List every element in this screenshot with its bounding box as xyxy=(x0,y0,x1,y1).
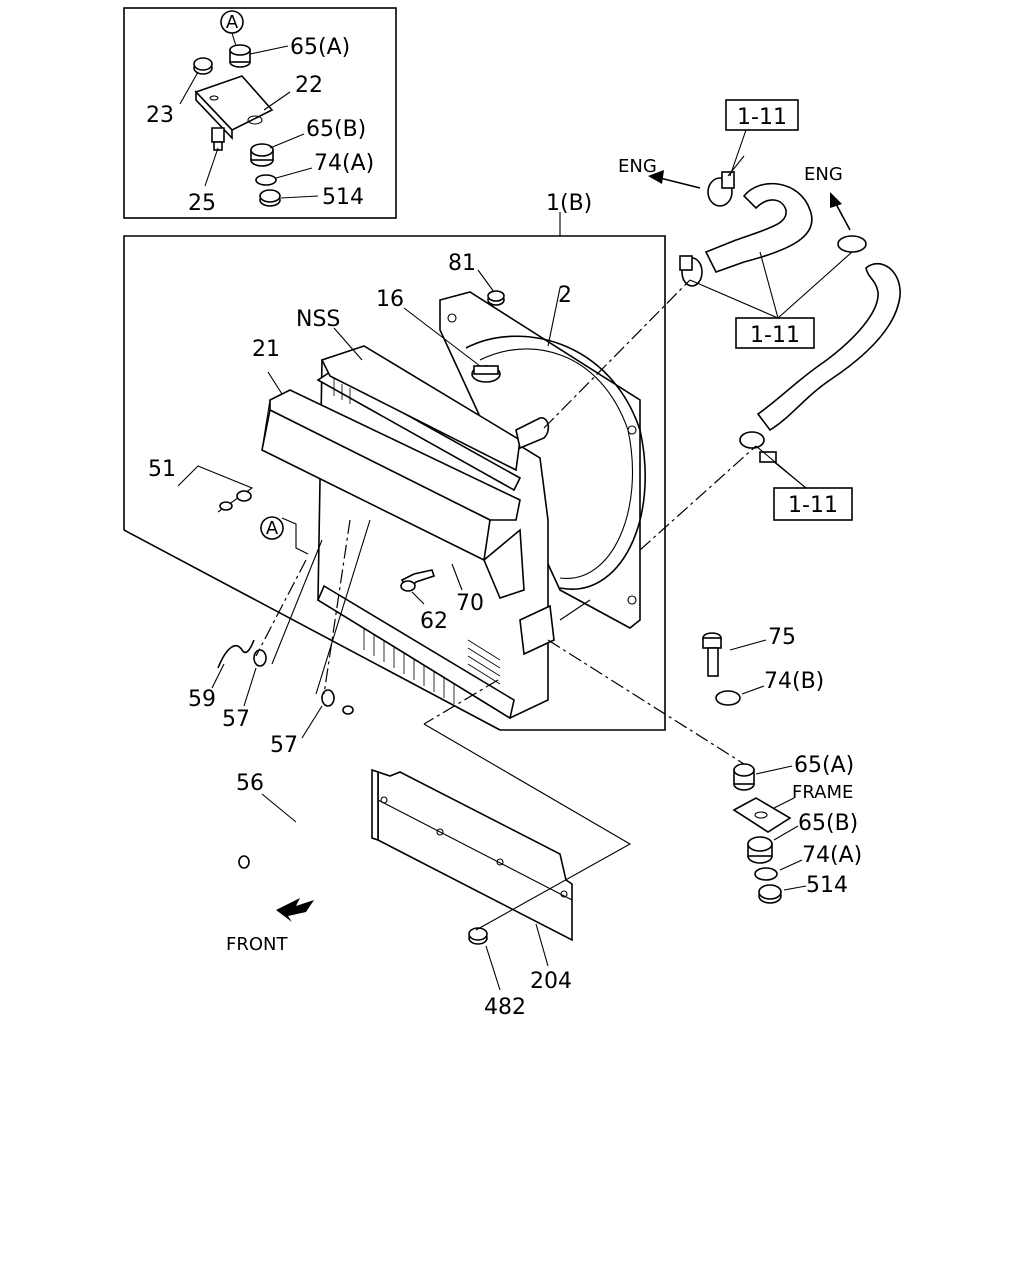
callout-2: 2 xyxy=(558,283,572,308)
callout-22: 22 xyxy=(295,73,323,98)
eng-arrow-left: ENG xyxy=(618,156,701,189)
callout-nss: NSS xyxy=(296,307,340,332)
callout-81: 81 xyxy=(448,251,476,276)
nut-514-bottom: 514 xyxy=(758,873,848,904)
callout-57-left: 57 xyxy=(222,707,250,732)
washer-74a-bottom: 74(A) xyxy=(754,843,862,881)
washer-57-left: 57 xyxy=(222,649,267,732)
label-eng-right: ENG xyxy=(804,164,843,185)
nut-514-top xyxy=(259,189,281,207)
ref-1-11-top: 1-11 xyxy=(737,105,787,130)
label-front: FRONT xyxy=(226,934,288,955)
callout-74a-bottom: 74(A) xyxy=(802,843,862,868)
callout-65b-bottom: 65(B) xyxy=(798,811,858,836)
core-fins xyxy=(333,378,501,704)
radiator-group-outline: 1(B) xyxy=(123,191,666,731)
ref-1-11-bottom: 1-11 xyxy=(788,493,838,518)
bracket-22 xyxy=(194,75,274,141)
callout-65a-top: 65(A) xyxy=(290,35,350,60)
callout-23: 23 xyxy=(146,103,174,128)
nut-23 xyxy=(193,57,213,75)
callout-56: 56 xyxy=(236,771,264,796)
callout-59: 59 xyxy=(188,687,216,712)
arrow-left-icon xyxy=(648,170,664,184)
callout-51: 51 xyxy=(148,457,176,482)
ref-box-1: 1-11 xyxy=(725,99,799,177)
nut-482: 482 xyxy=(468,927,526,1020)
upper-outlet-nozzle xyxy=(515,417,550,450)
callout-70: 70 xyxy=(456,591,484,616)
rubber-mount-65b-top xyxy=(250,143,274,167)
ref-box-3: 1-11 xyxy=(755,445,853,521)
rubber-mount-65a-top xyxy=(229,44,251,68)
frame-plate: FRAME xyxy=(732,782,853,833)
ref-box-2: 1-11 xyxy=(689,251,853,349)
detail-a-letter: A xyxy=(226,12,239,33)
bracket-70: 70 xyxy=(451,563,484,616)
bolt-62: 62 xyxy=(400,569,448,634)
bolt-81 xyxy=(487,290,505,306)
callout-75: 75 xyxy=(768,625,796,650)
callout-25: 25 xyxy=(188,191,216,216)
center-lines xyxy=(255,279,757,931)
callout-62: 62 xyxy=(420,609,448,634)
eng-arrow-right: ENG xyxy=(804,164,851,231)
inset-detail-a: A xyxy=(123,7,397,219)
upper-hose xyxy=(704,155,813,273)
callout-21: 21 xyxy=(252,337,280,362)
washer-74b: 74(B) xyxy=(715,669,824,706)
callout-514-top: 514 xyxy=(322,185,364,210)
callout-74b: 74(B) xyxy=(764,669,824,694)
callout-482: 482 xyxy=(484,995,526,1020)
lower-hose xyxy=(679,235,901,463)
rubber-mount-65a-bottom: 65(A) xyxy=(733,753,854,791)
detail-a-reference: A xyxy=(260,516,309,555)
callout-57-right: 57 xyxy=(270,733,298,758)
callout-74a-top: 74(A) xyxy=(314,151,374,176)
callout-1b: 1(B) xyxy=(546,191,592,216)
front-direction-arrow: FRONT xyxy=(226,898,314,955)
detail-a-mid-letter: A xyxy=(266,518,279,539)
arrow-up-icon xyxy=(830,192,842,208)
callout-514-bottom: 514 xyxy=(806,873,848,898)
ref-1-11-mid: 1-11 xyxy=(750,323,800,348)
label-eng-left: ENG xyxy=(618,156,657,177)
rubber-mount-65b-bottom: 65(B) xyxy=(747,811,858,864)
bolt-51: 51 xyxy=(148,457,254,513)
bolt-75: 75 xyxy=(702,625,796,677)
clip-59: 59 xyxy=(188,639,255,712)
callout-65b-top: 65(B) xyxy=(306,117,366,142)
label-frame: FRAME xyxy=(792,782,853,803)
washer-57-right: 57 xyxy=(270,689,335,758)
lower-cover-204: 204 xyxy=(371,768,573,994)
bolt-25 xyxy=(211,127,225,151)
air-guide-21: 21 xyxy=(252,337,525,599)
drain-pipe-56: 56 xyxy=(236,705,361,869)
front-arrow-icon xyxy=(276,898,314,922)
washer-74a-top xyxy=(255,174,277,186)
callout-65a-bottom: 65(A) xyxy=(794,753,854,778)
mount-stack-right: 75 74(B) 65(A) FRAME 65(B xyxy=(702,625,862,904)
callout-204: 204 xyxy=(530,969,572,994)
callout-16: 16 xyxy=(376,287,404,312)
